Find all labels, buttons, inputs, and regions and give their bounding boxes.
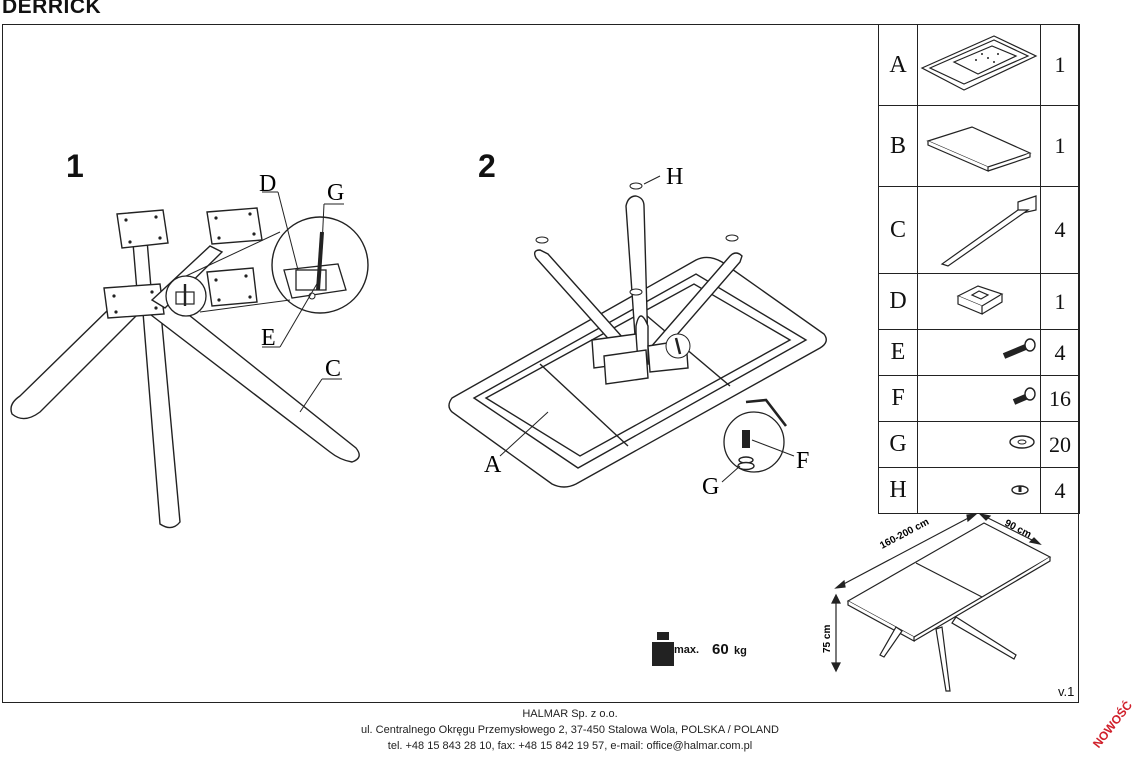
part-letter: D: [878, 273, 918, 330]
step-1-illustration: D G E C: [10, 171, 369, 529]
max-load-unit: kg: [734, 645, 747, 657]
part-qty: 20: [1040, 421, 1080, 468]
new-badge: NOWOŚĆ: [1090, 698, 1136, 751]
part-row-c: C 4: [878, 186, 1080, 274]
table-leg-icon: [917, 186, 1041, 274]
max-load-value: 60: [712, 641, 729, 658]
svg-text:C: C: [325, 356, 341, 382]
company-contact: tel. +48 15 843 28 10, fax: +48 15 842 1…: [387, 740, 753, 752]
version-label: v.1: [1058, 684, 1075, 699]
part-row-e: E 4: [878, 329, 1080, 376]
svg-text:G: G: [702, 474, 719, 500]
svg-text:A: A: [484, 452, 502, 478]
svg-text:D: D: [259, 171, 276, 197]
weight-icon: [652, 632, 674, 666]
part-letter: G: [878, 421, 918, 468]
part-qty: 1: [1040, 24, 1080, 106]
short-bolt-icon: [917, 375, 1041, 422]
part-row-h: H 4: [878, 467, 1080, 514]
extension-panel-icon: [917, 105, 1041, 187]
part-qty: 16: [1040, 375, 1080, 422]
svg-text:F: F: [796, 448, 809, 474]
step-2-number: 2: [478, 148, 496, 184]
part-qty: 4: [1040, 467, 1080, 514]
company-address: ul. Centralnego Okręgu Przemysłowego 2, …: [360, 724, 779, 736]
part-qty: 1: [1040, 105, 1080, 187]
part-letter: A: [878, 24, 918, 106]
product-title: DERRICK: [2, 0, 102, 18]
part-qty: 4: [1040, 186, 1080, 274]
max-load-label: max.: [674, 644, 700, 656]
tabletop-frame-icon: [917, 24, 1041, 106]
step-1-number: 1: [66, 148, 84, 184]
parts-table: A 1 B 1 C 4 D 1: [878, 24, 1080, 514]
part-qty: 1: [1040, 273, 1080, 330]
company-footer: HALMAR Sp. z o.o. ul. Centralnego Okręgu…: [250, 706, 890, 754]
part-row-f: F 16: [878, 375, 1080, 422]
part-qty: 4: [1040, 329, 1080, 376]
part-row-b: B 1: [878, 105, 1080, 187]
svg-text:H: H: [666, 164, 683, 190]
part-letter: E: [878, 329, 918, 376]
washer-icon: [917, 421, 1041, 468]
leg-connector-icon: [917, 273, 1041, 330]
dimension-length: 160-200 cm: [878, 517, 931, 552]
svg-text:E: E: [261, 325, 276, 351]
svg-text:G: G: [327, 180, 344, 206]
company-name: HALMAR Sp. z o.o.: [522, 708, 618, 720]
dimension-drawing: 160-200 cm 90 cm 75 cm: [822, 513, 1052, 692]
part-letter: F: [878, 375, 918, 422]
part-letter: B: [878, 105, 918, 187]
part-row-g: G 20: [878, 421, 1080, 468]
part-row-d: D 1: [878, 273, 1080, 330]
part-row-a: A 1: [878, 24, 1080, 106]
part-letter: C: [878, 186, 918, 274]
dimension-height: 75 cm: [822, 625, 833, 653]
step-2-illustration: H A F G: [448, 164, 827, 500]
long-bolt-icon: [917, 329, 1041, 376]
